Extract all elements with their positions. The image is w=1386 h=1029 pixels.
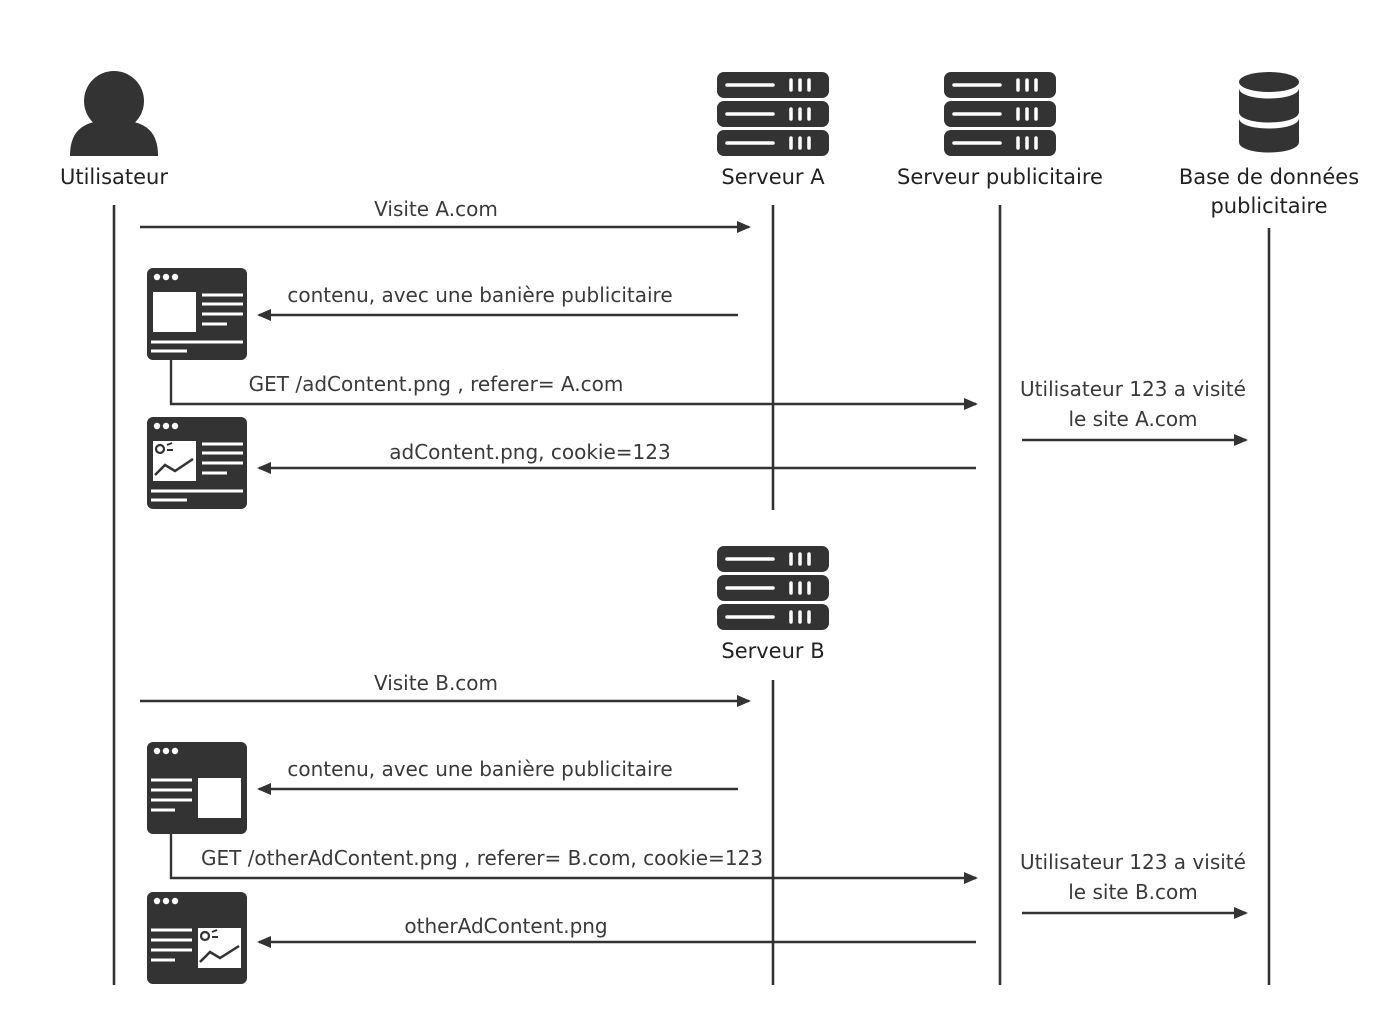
message-label-log-b-line1: Utilisateur 123 a visité (1020, 850, 1246, 874)
browser-window-page-a (147, 268, 247, 360)
server-b-icon (715, 544, 831, 632)
message-label-content-b: contenu, avec une banière publicitaire (287, 757, 672, 781)
actor-label-server-a: Serveur A (721, 165, 825, 189)
message-label-get-ad-b: GET /otherAdContent.png , referer= B.com… (201, 846, 763, 870)
server-a-icon (715, 70, 831, 158)
message-label-log-a-line1: Utilisateur 123 a visité (1020, 377, 1246, 401)
actor-label-ad-server: Serveur publicitaire (897, 165, 1103, 189)
arrow-get-ad-b (169, 834, 978, 884)
arrow-get-ad-a (169, 360, 978, 410)
ad-server-icon (942, 70, 1058, 158)
actor-label-database-line1: Base de données (1179, 165, 1359, 189)
actor-label-user: Utilisateur (60, 165, 168, 189)
message-label-log-a-line2: le site A.com (1068, 407, 1197, 431)
message-label-ad-response-a: adContent.png, cookie=123 (389, 440, 670, 464)
browser-window-page-a-with-ad (147, 417, 247, 509)
browser-window-page-b (147, 742, 247, 834)
actor-label-server-b: Serveur B (721, 639, 824, 663)
user-icon (70, 71, 158, 156)
message-label-visit-b: Visite B.com (374, 671, 498, 695)
message-label-get-ad-a: GET /adContent.png , referer= A.com (249, 372, 624, 396)
actor-label-database-line2: publicitaire (1210, 194, 1327, 218)
message-label-content-a: contenu, avec une banière publicitaire (287, 283, 672, 307)
database-icon (1239, 72, 1299, 153)
browser-window-page-b-with-ad (147, 892, 247, 984)
message-label-ad-response-b: otherAdContent.png (404, 914, 607, 938)
message-label-visit-a: Visite A.com (374, 197, 498, 221)
message-label-log-b-line2: le site B.com (1068, 880, 1198, 904)
